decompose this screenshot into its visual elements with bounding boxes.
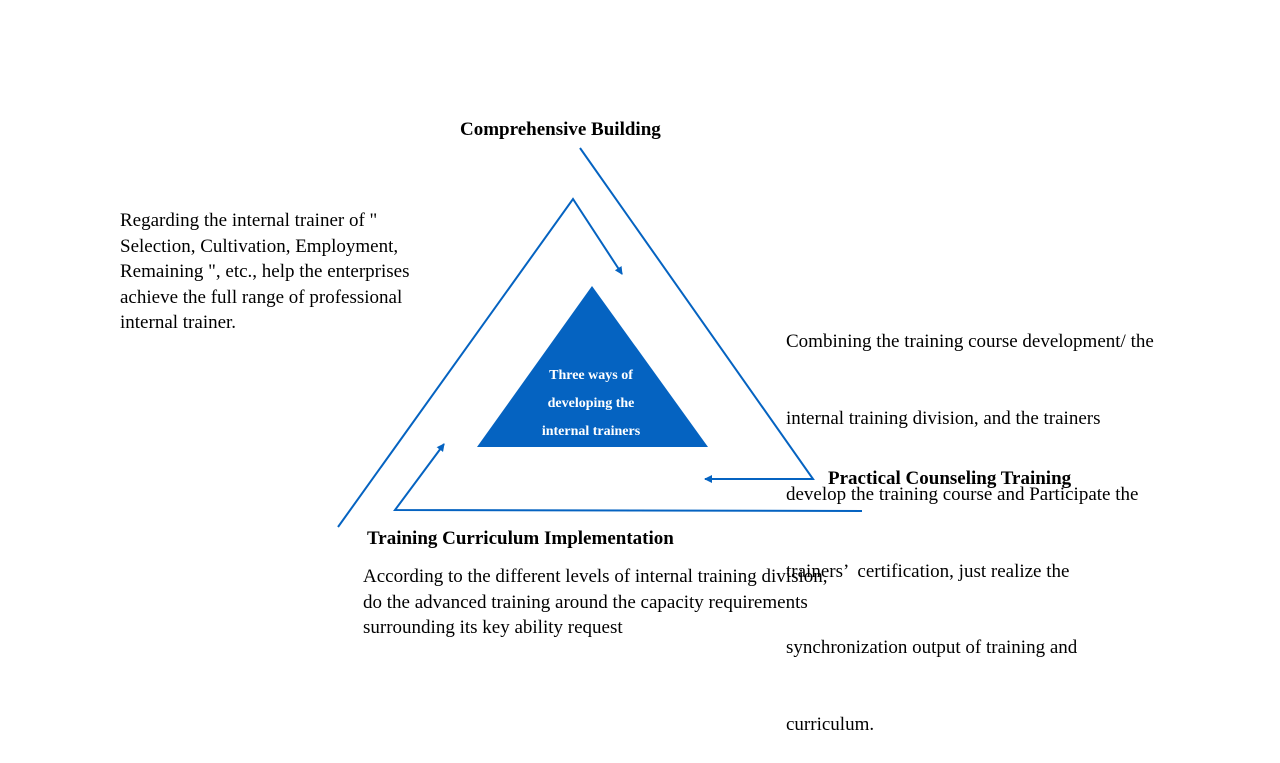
- text-line: internal trainer.: [120, 312, 237, 333]
- text-line: According to the different levels of int…: [363, 566, 828, 587]
- heading-practical-counseling: Practical Counseling Training: [828, 468, 1072, 489]
- center-triangle: [477, 286, 708, 447]
- text-line: synchronization output of training and: [786, 637, 1078, 658]
- text-line: achieve the full range of professional: [120, 286, 403, 308]
- text-line: curriculum.: [786, 713, 875, 735]
- center-label: Three ways of developing the internal tr…: [520, 362, 662, 446]
- description-left: Regarding the internal trainer of " Sele…: [120, 208, 410, 336]
- text-line: internal training division, and the trai…: [786, 407, 1101, 429]
- heading-comprehensive-building: Comprehensive Building: [460, 119, 661, 140]
- text-line: trainers’ certification, just realize th…: [786, 560, 1070, 582]
- text-line: Combining the training course developmen…: [786, 331, 1154, 352]
- arrow-curriculum-implementation: [393, 443, 863, 512]
- description-right: Combining the training course developmen…: [786, 278, 1154, 763]
- text-line: develop the training course and Particip…: [786, 484, 1139, 505]
- arrow-comprehensive-building: [337, 197, 623, 528]
- text-line: surrounding its key ability request: [363, 617, 623, 638]
- text-line: Regarding the internal trainer of ": [120, 210, 378, 231]
- text-line: Selection, Cultivation, Employment,: [120, 235, 399, 257]
- cycle-diagram: [337, 147, 863, 528]
- text-line: do the advanced training around the capa…: [363, 591, 808, 613]
- heading-curriculum-implementation: Training Curriculum Implementation: [367, 528, 674, 549]
- description-bottom: According to the different levels of int…: [363, 564, 828, 641]
- center-line: internal trainers: [541, 424, 641, 439]
- arrow-practical-counseling: [579, 147, 815, 483]
- text-line: Remaining ", etc., help the enterprises: [120, 261, 410, 282]
- center-line: developing the: [547, 396, 635, 411]
- center-line: Three ways of: [549, 368, 633, 383]
